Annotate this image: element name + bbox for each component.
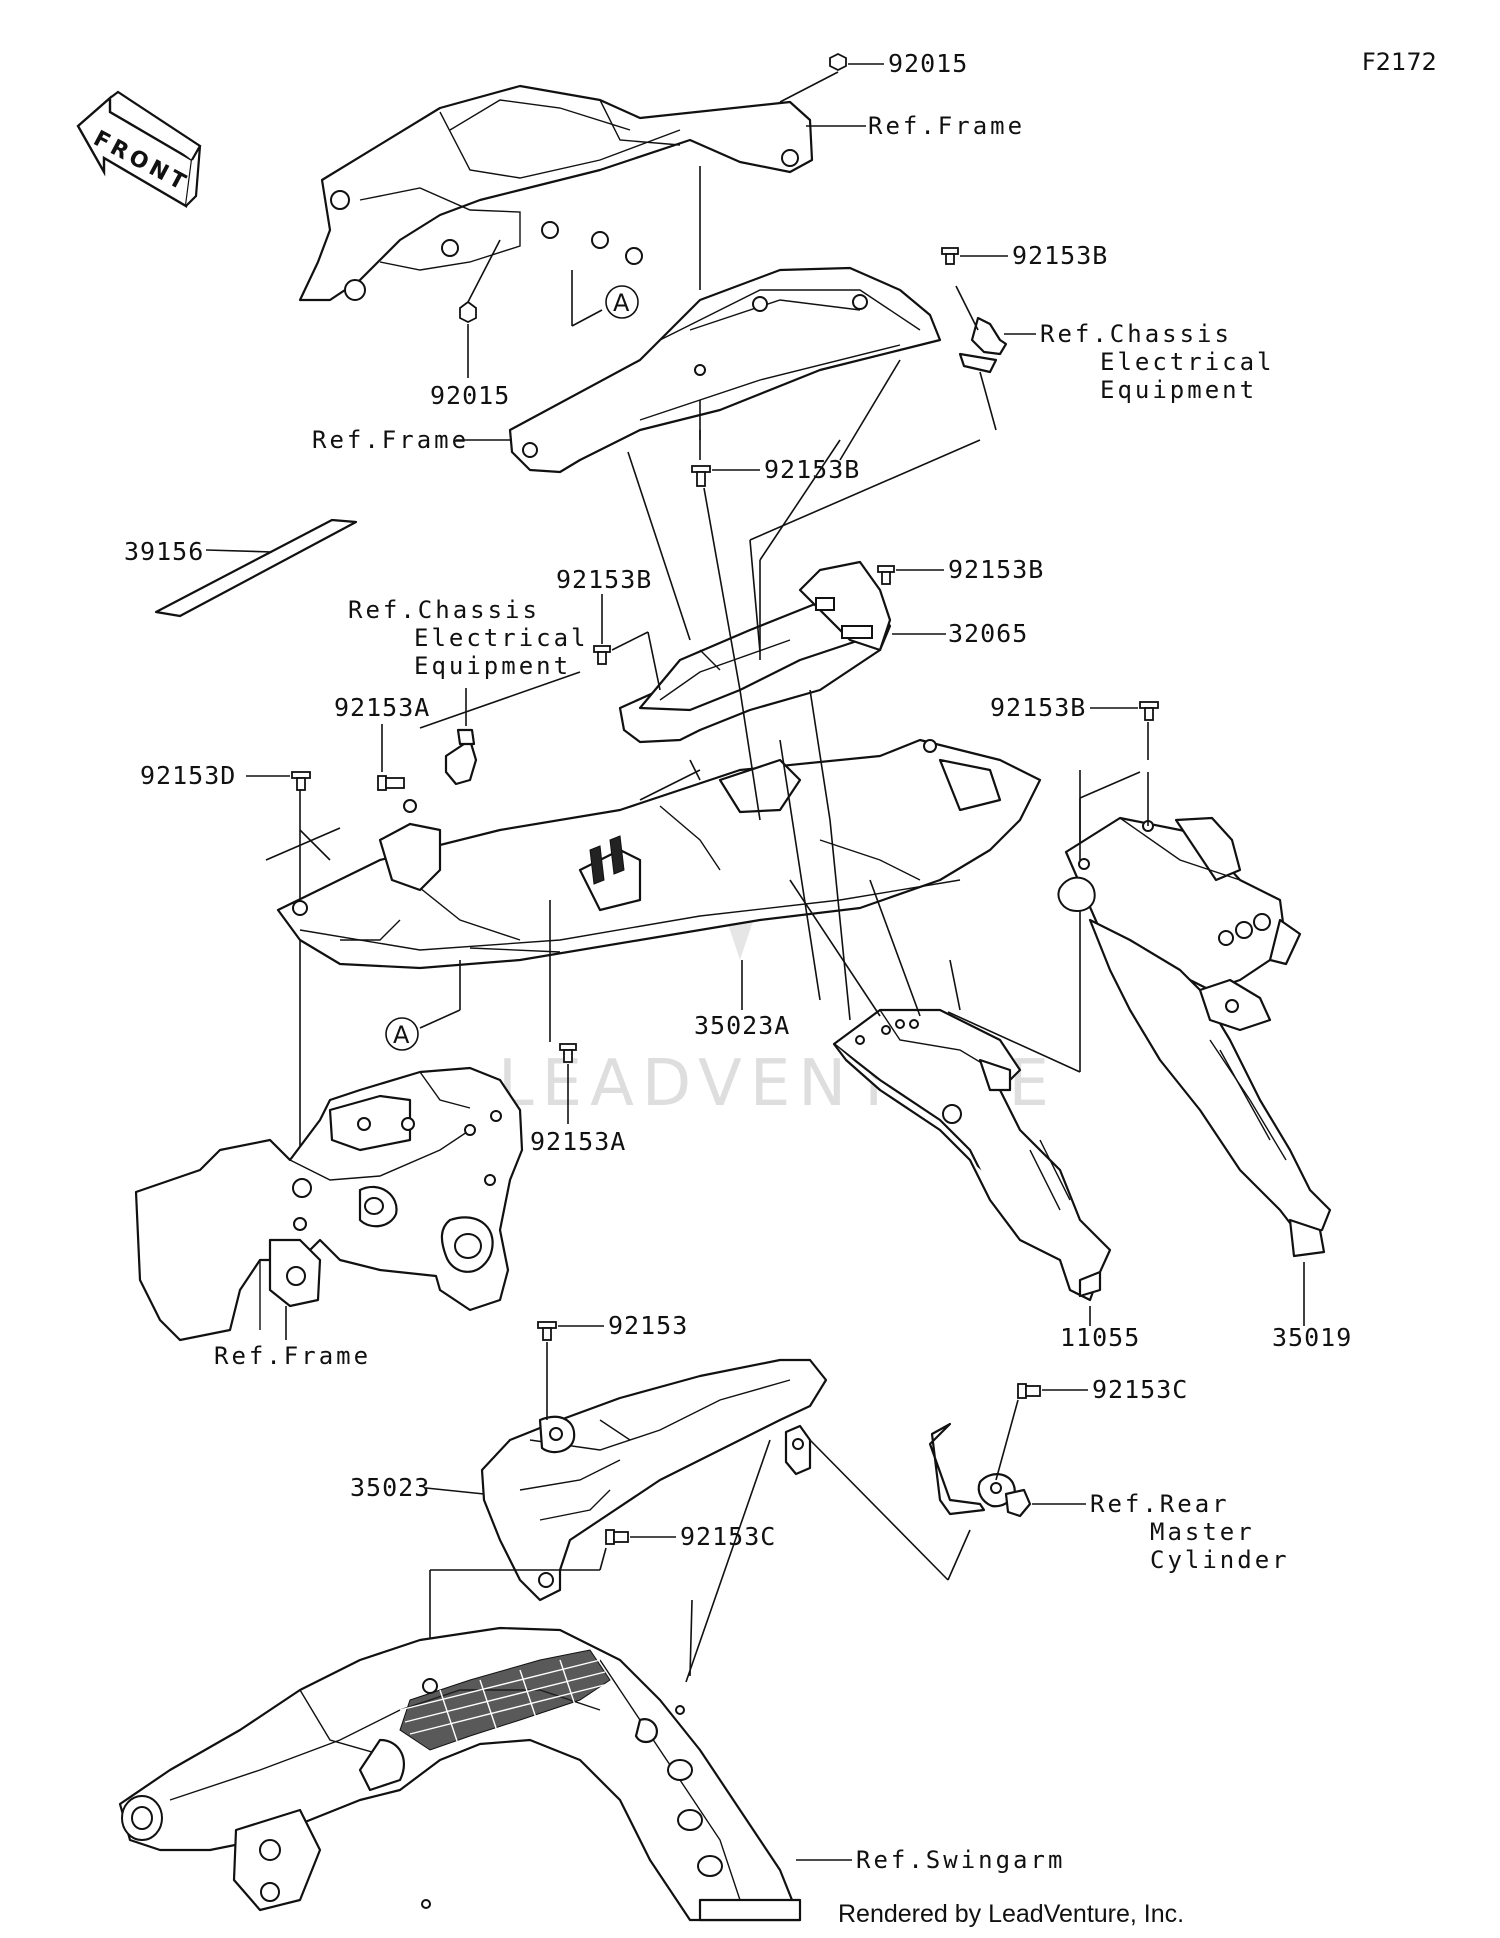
callout-a-upper [605,285,639,319]
label-ref-frame-mid: Ref.Frame [312,426,469,454]
label-35023A: 35023A [694,1011,790,1040]
sticker-39156 [154,518,358,618]
label-39156: 39156 [124,537,204,566]
callout-a-lower [385,1017,419,1051]
nut-92015-left [459,300,477,324]
label-92153B-c: 92153B [948,555,1044,584]
label-92153B-a: 92153B [1012,241,1108,270]
nut-92015-top [829,52,847,72]
label-ref-swingarm: Ref.Swingarm [856,1846,1065,1874]
bolt-92153A-a [377,775,405,791]
label-11055: 11055 [1060,1323,1140,1352]
callout-a-upper-letter: A [613,289,630,317]
bolt-92153 [537,1321,557,1341]
swingarm [118,1626,802,1922]
rear-fender-35023 [480,1358,828,1602]
label-92015-top: 92015 [888,49,968,78]
chassis-clamp-left [444,728,478,786]
bolt-92153B-b [691,465,711,487]
label-ref-rear-master: Ref.Rear Master Cylinder [1090,1490,1290,1574]
label-32065: 32065 [948,619,1028,648]
figure-code: F2172 [1362,48,1437,76]
callout-a-lower-letter: A [393,1021,410,1049]
label-92015-left: 92015 [430,381,510,410]
label-92153A-a: 92153A [334,693,430,722]
rear-undertray-35023A [276,738,1042,970]
bolt-92153D [291,771,311,791]
front-arrow-icon: FRONT [76,90,202,208]
label-92153A-b: 92153A [530,1127,626,1156]
bolt-92153A-b [559,1043,577,1063]
label-ref-chassis-left: Ref.Chassis Electrical Equipment [348,596,606,680]
fender-bracket-11055 [832,1008,1112,1302]
chassis-clamp-right [958,316,1008,374]
label-ref-chassis-right: Ref.Chassis Electrical Equipment [1040,320,1292,404]
label-92153B-b: 92153B [764,455,860,484]
bolt-92153C-a [1017,1383,1041,1399]
bolt-92153B-a [941,247,959,265]
label-35019: 35019 [1272,1323,1352,1352]
label-35023: 35023 [350,1473,430,1502]
license-holder-35019 [1057,816,1332,1258]
label-ref-frame-low: Ref.Frame [214,1342,371,1370]
bolt-92153B-e [1139,701,1159,721]
label-92153B-d: 92153B [556,565,652,594]
upper-frame [298,84,814,302]
assembly-lines [299,166,981,1021]
bolt-92153C-b [605,1529,629,1545]
credit-text: Rendered by LeadVenture, Inc. [838,1900,1184,1928]
bolt-92153B-c [877,565,895,585]
bolt-92153B-d [593,645,611,665]
rear-master-cylinder-bracket [928,1422,1032,1518]
label-92153C-b: 92153C [680,1522,776,1551]
label-92153B-e: 92153B [990,693,1086,722]
label-92153C-a: 92153C [1092,1375,1188,1404]
label-ref-frame-top: Ref.Frame [868,112,1025,140]
rear-subframe [508,266,942,474]
lower-frame [134,1066,524,1342]
label-92153D: 92153D [140,761,236,790]
label-92153: 92153 [608,1311,688,1340]
